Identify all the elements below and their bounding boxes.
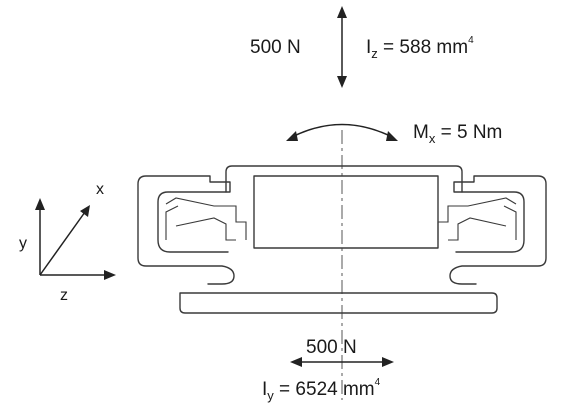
left-inner-profile (165, 197, 247, 241)
central-block (253, 175, 439, 249)
moment-label: Mx = 5 Nm (413, 122, 502, 146)
moment-arrow (286, 123, 398, 141)
axis-x-label: x (96, 181, 104, 198)
coordinate-axes (35, 198, 116, 280)
vertical-force-arrow (337, 6, 347, 88)
bottom-load-label: 500 N (306, 337, 357, 358)
top-load-label: 500 N (250, 37, 301, 58)
iy-label: Iy = 6524 mm4 (262, 377, 381, 403)
right-carriage-wing (449, 175, 547, 285)
iz-label: Iz = 588 mm4 (366, 35, 474, 61)
guide-rail (179, 292, 498, 314)
axis-y-label: y (19, 235, 27, 252)
left-carriage-wing (137, 175, 235, 285)
horizontal-force-arrow (290, 357, 394, 367)
axis-z-label: z (60, 287, 68, 304)
carriage-cap (225, 165, 463, 193)
right-inner-profile (437, 197, 517, 241)
